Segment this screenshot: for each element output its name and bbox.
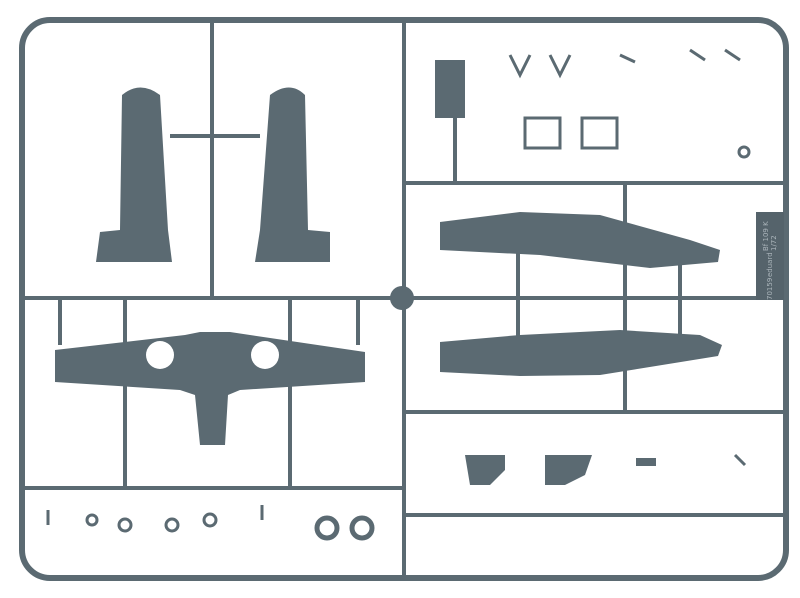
parts: [55, 60, 722, 485]
wing: [55, 332, 365, 445]
fuselage-right-half: [440, 330, 722, 376]
wheels: [314, 515, 375, 541]
sprue-tag: 70159 eduard Bf 109 K 1/72: [756, 212, 784, 300]
sprue-tag-kit: Bf 109 K 1/72: [762, 221, 778, 252]
sprue-tag-brand: eduard: [766, 252, 774, 277]
gear-door-left: [465, 455, 505, 485]
vertical-tail-left: [96, 87, 172, 262]
gear-door-right: [545, 455, 592, 485]
inner-runners: [22, 20, 786, 578]
small-parts: [46, 48, 751, 533]
cockpit-part: [435, 60, 465, 118]
fuselage-left-half: [440, 212, 720, 268]
sprue-hub: [390, 286, 414, 310]
vertical-tail-right: [255, 87, 330, 262]
sprue-tag-code: 70159: [766, 277, 774, 300]
wheel-wells: [146, 341, 279, 369]
small-part: [636, 458, 656, 466]
